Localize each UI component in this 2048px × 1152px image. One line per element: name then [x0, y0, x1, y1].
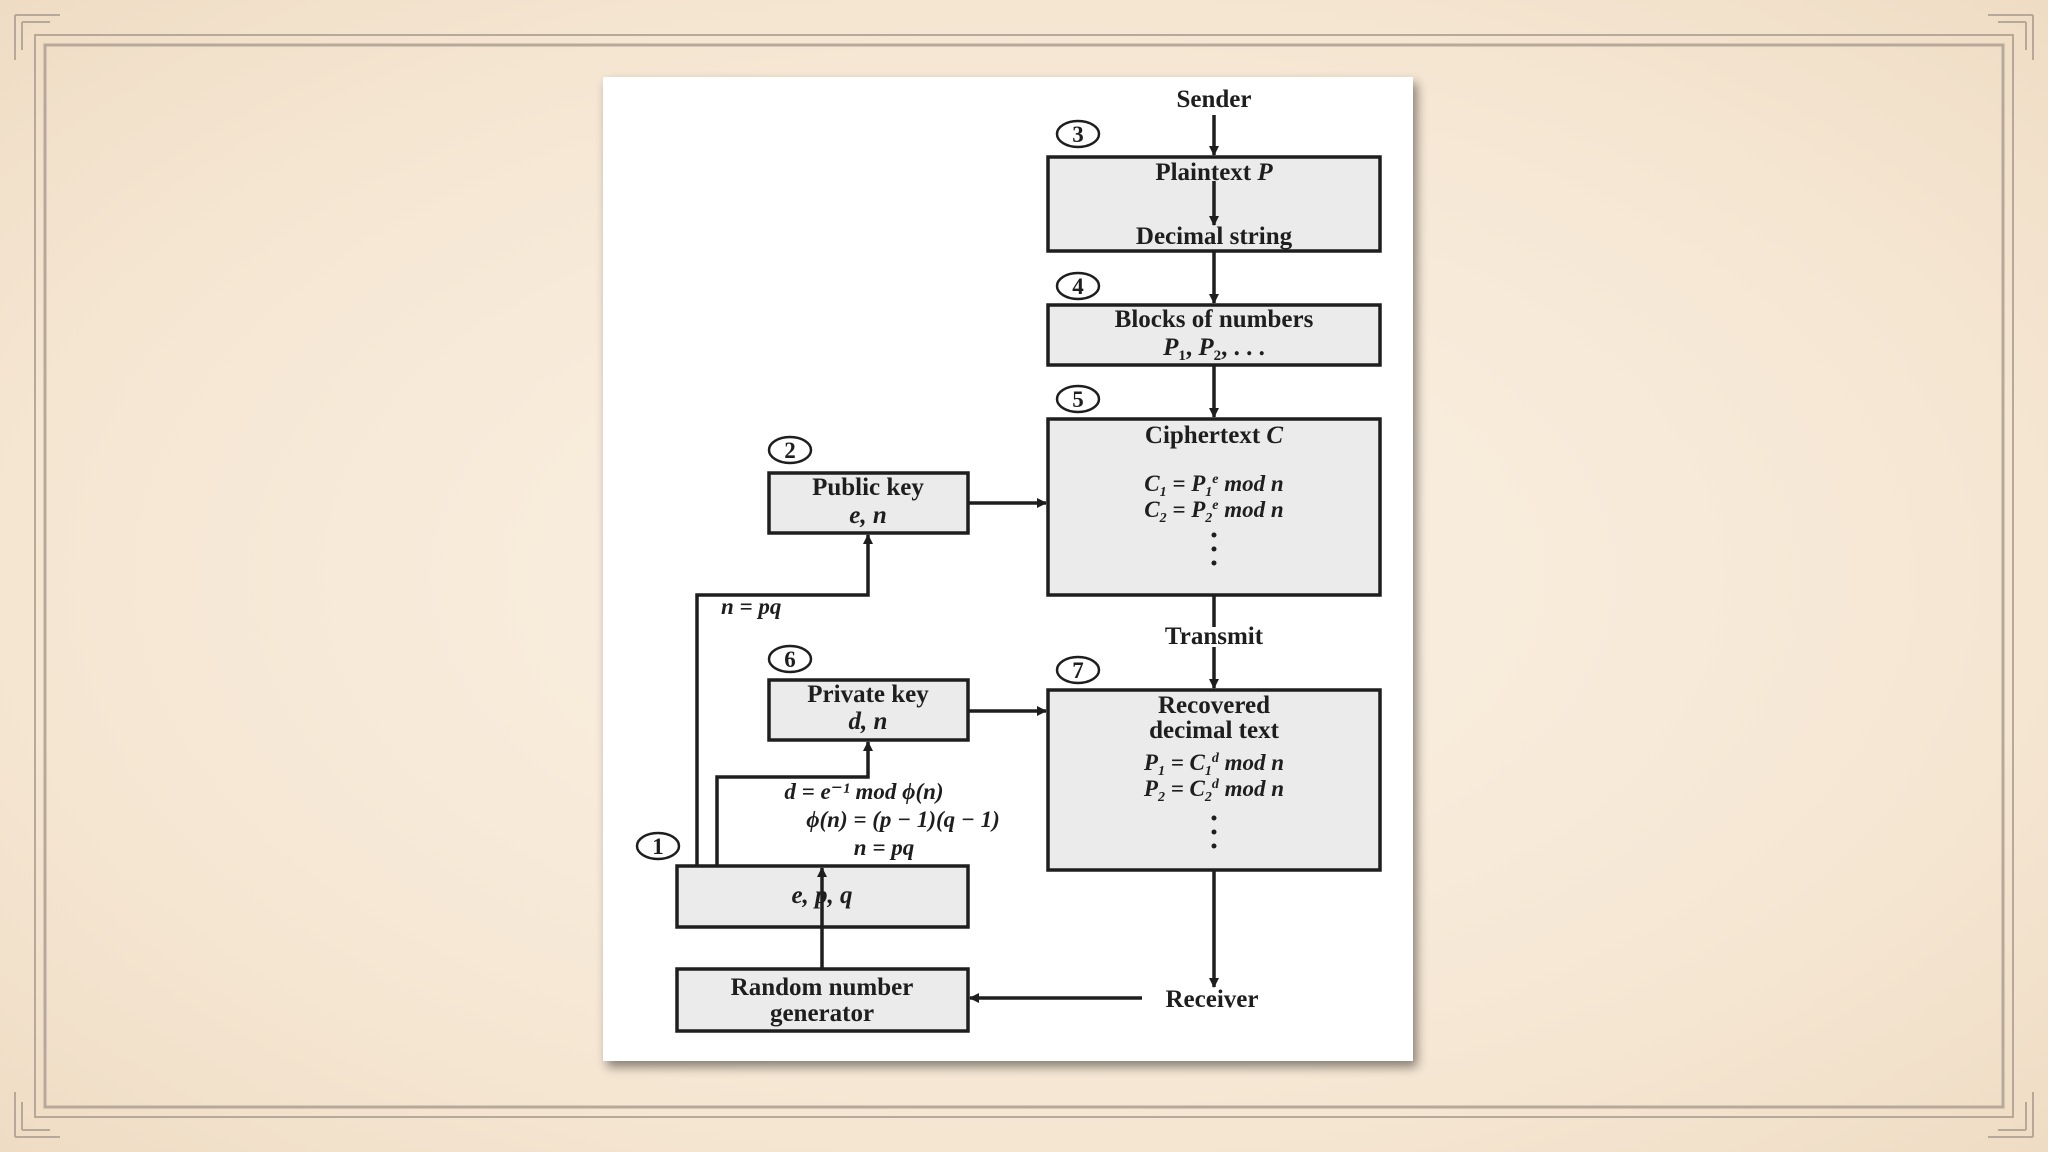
blocks-title: Blocks of numbers — [1115, 306, 1314, 333]
ciphertext-title: Ciphertext C — [1145, 422, 1284, 449]
svg-text:1: 1 — [652, 834, 664, 859]
transmit-label: Transmit — [1165, 623, 1264, 650]
step-4-marker: 4 — [1055, 271, 1101, 301]
step-6-marker: 6 — [767, 644, 813, 674]
rsa-flow-diagram: 3 4 5 2 6 7 1 Sender Transmit Receiver — [635, 86, 1382, 1033]
frame-outer-border — [34, 34, 2014, 1118]
frame-inner-border — [43, 43, 2005, 1109]
rng-box — [675, 967, 970, 1033]
epq-label: e, p, q — [791, 882, 852, 909]
recovered-equation-2: P2 = C2d mod n — [1143, 776, 1284, 805]
svg-text:4: 4 — [1072, 274, 1084, 299]
rng-title-line1: Random number — [731, 974, 914, 1001]
arrow-epq-to-public-key — [695, 534, 873, 866]
ciphertext-ellipsis — [1211, 532, 1217, 566]
step-1-marker: 1 — [635, 831, 681, 861]
svg-text:5: 5 — [1072, 387, 1084, 412]
arrow-epq-to-private-key — [715, 741, 873, 866]
private-key-vars: d, n — [849, 708, 888, 735]
recovered-equation-1: P1 = C1d mod n — [1143, 750, 1284, 779]
ciphertext-equation-1: C1 = P1e mod n — [1144, 471, 1283, 500]
step-2-marker: 2 — [767, 435, 813, 465]
svg-text:6: 6 — [784, 647, 796, 672]
step-5-marker: 5 — [1055, 384, 1101, 414]
phi-equation: ϕ(n) = (p − 1)(q − 1) — [806, 807, 1000, 832]
receiver-label: Receiver — [1166, 986, 1259, 1013]
rng-title-line2: generator — [770, 1000, 874, 1027]
ciphertext-equation-2: C2 = P2e mod n — [1144, 497, 1283, 526]
decimal-string-label: Decimal string — [1136, 223, 1293, 250]
recovered-title-line1: Recovered — [1158, 692, 1270, 719]
n-equals-pq-lower: n = pq — [854, 835, 914, 860]
public-key-title: Public key — [812, 474, 924, 501]
rsa-diagram-card: 3 4 5 2 6 7 1 Sender Transmit Receiver — [603, 77, 1413, 1061]
private-key-title: Private key — [807, 681, 929, 708]
sender-label: Sender — [1177, 86, 1252, 113]
plaintext-title: Plaintext P — [1155, 159, 1273, 186]
n-equals-pq-upper: n = pq — [721, 594, 781, 619]
public-key-vars: e, n — [849, 502, 887, 529]
svg-text:2: 2 — [784, 438, 796, 463]
recovered-ellipsis — [1211, 815, 1217, 849]
recovered-title-line2: decimal text — [1149, 717, 1279, 744]
corner-ornament-top-left — [14, 14, 60, 60]
corner-ornament-top-right — [1988, 14, 2034, 60]
d-equation: d = e⁻¹ mod ϕ(n) — [784, 779, 943, 804]
svg-text:7: 7 — [1072, 658, 1084, 683]
recovered-box — [1046, 688, 1382, 872]
corner-ornament-bottom-left — [14, 1092, 60, 1138]
step-7-marker: 7 — [1055, 655, 1101, 685]
corner-ornament-bottom-right — [1988, 1092, 2034, 1138]
step-3-marker: 3 — [1055, 119, 1101, 149]
svg-text:3: 3 — [1072, 122, 1084, 147]
ciphertext-box — [1046, 417, 1382, 597]
blocks-sequence: P1, P2, . . . — [1162, 334, 1265, 364]
